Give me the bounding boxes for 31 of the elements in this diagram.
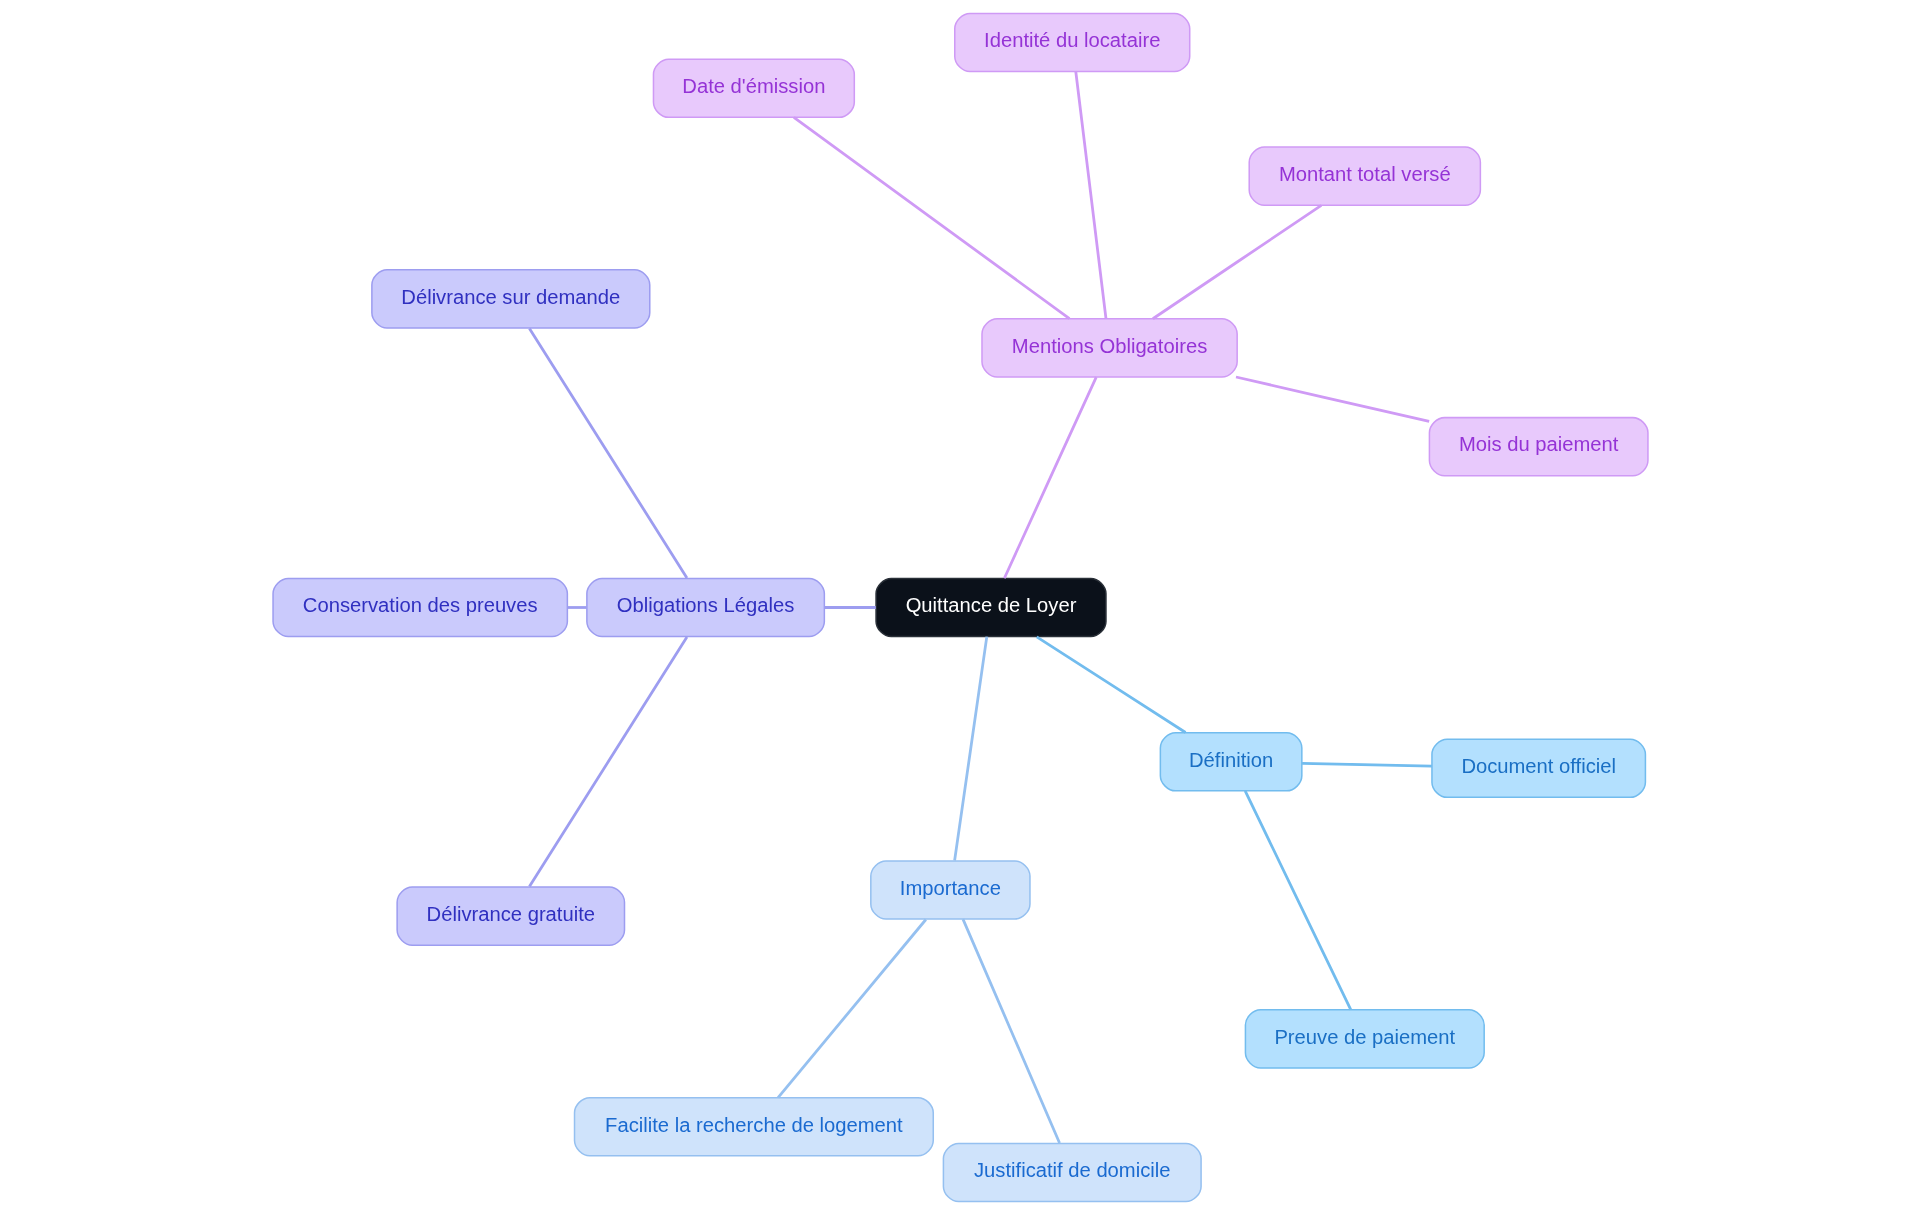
connector [776,918,927,1099]
connector [1235,375,1429,423]
node-box: Définition [1159,732,1303,792]
node-box: Justificatif de domicile [942,1142,1202,1203]
connector [824,606,876,609]
node-box: Montant total versé [1247,146,1481,206]
node-box: Document officiel [1430,738,1646,799]
connector [1035,635,1186,734]
connector [792,116,1070,320]
node-box: Délivrance sur demande [370,269,651,329]
node-box: Mentions Obligatoires [980,318,1238,378]
node-box: Identité du locataire [953,12,1190,73]
connector [1301,761,1432,768]
connector [1073,71,1107,319]
node-box: Délivrance gratuite [395,886,625,946]
connector [961,918,1061,1144]
node-box: Importance [869,860,1031,920]
node-box: Obligations Légales [585,577,825,638]
connector [1243,790,1352,1011]
node-box: Quittance de Loyer [874,577,1107,638]
connector [1002,376,1097,579]
connector [527,636,688,888]
node-box: Conservation des preuves [271,577,568,638]
node-box: Date d'émission [652,58,855,119]
node-box: Preuve de paiement [1244,1009,1485,1069]
connector [527,327,688,579]
connector [1151,204,1322,320]
node-box: Mois du paiement [1428,416,1649,477]
connector [567,606,587,609]
node-box: Facilite la recherche de logement [573,1096,934,1157]
connector [952,636,988,861]
